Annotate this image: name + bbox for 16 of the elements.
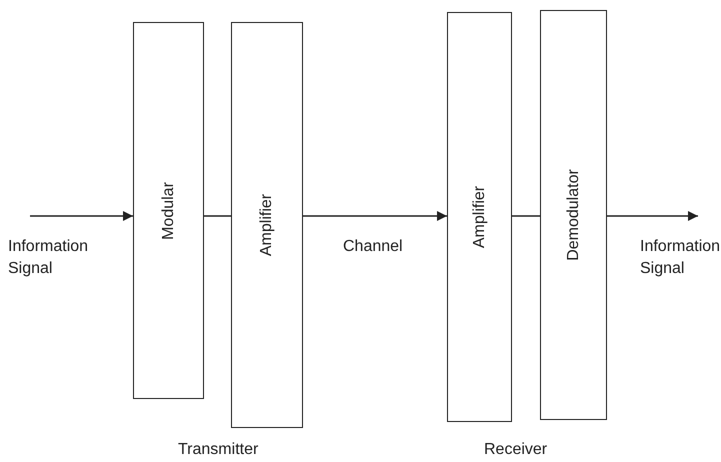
arrow: [303, 211, 447, 221]
box-label: Amplifier: [258, 194, 276, 256]
box-label: Amplifier: [470, 186, 488, 248]
edge-label: Channel: [343, 237, 403, 257]
text-label: Receiver: [484, 440, 548, 460]
box-label: Demodulator: [564, 169, 582, 261]
text-label: Information Signal: [640, 237, 720, 279]
text-label: Transmitter: [178, 440, 258, 460]
process-box: [133, 22, 204, 399]
box-label: Modular: [160, 182, 178, 240]
text-label: Information Signal: [8, 237, 90, 279]
process-box: [231, 22, 303, 428]
process-box: [540, 10, 607, 420]
arrow: [607, 211, 698, 221]
arrow: [30, 211, 133, 221]
process-box: [447, 12, 512, 422]
